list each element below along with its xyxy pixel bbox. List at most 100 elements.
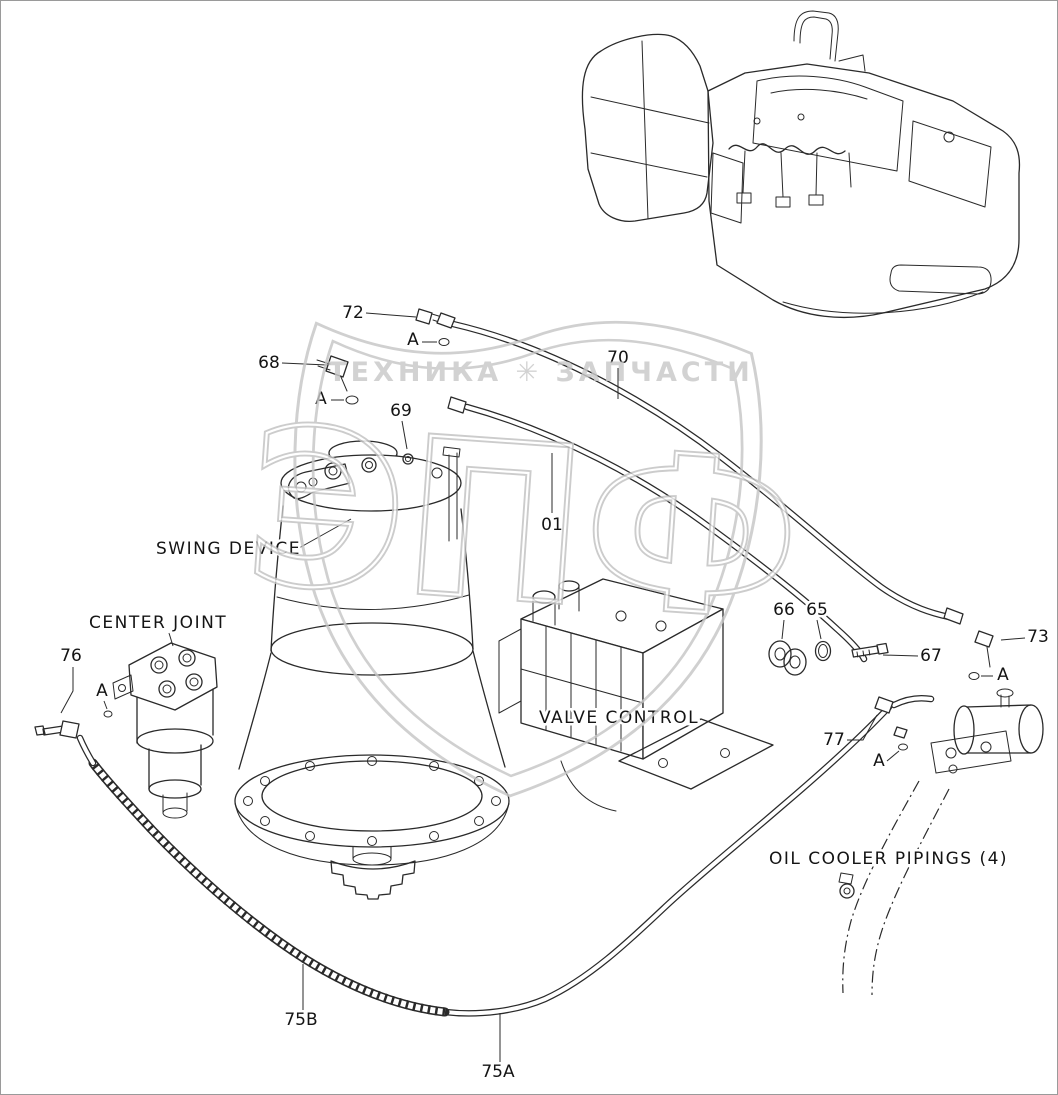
oil-cooler-centerline-1	[842, 780, 920, 994]
deck-hatch	[908, 120, 992, 208]
leader-69	[401, 420, 408, 450]
ref-label-a-76: A	[96, 681, 108, 701]
watermark-logo-outline: ЭПФ	[239, 380, 806, 669]
oring-73a	[968, 672, 980, 680]
leader-72	[365, 312, 417, 318]
handrail	[793, 10, 839, 62]
base-flange-inner	[261, 760, 483, 832]
boom-mount-bracket	[710, 152, 744, 224]
ref-label-a-73: A	[997, 665, 1009, 685]
nut-77	[893, 726, 908, 739]
hatch-cap	[943, 131, 955, 143]
output-shaft	[352, 846, 392, 860]
valve-left-bracket	[498, 628, 522, 714]
split-flange-66-half1	[768, 640, 792, 668]
callout-75a: 75A	[481, 1062, 515, 1082]
callout-70: 70	[607, 348, 629, 368]
label-oil-cooler-pipings: OIL COOLER PIPINGS (4)	[769, 849, 1008, 869]
hose-end-72	[436, 312, 456, 329]
housing-sides	[270, 505, 474, 652]
leader-67	[882, 654, 919, 657]
hose-end-70	[943, 607, 964, 625]
elbow-77	[874, 696, 894, 714]
callout-68: 68	[258, 353, 280, 373]
joint-body	[136, 688, 214, 744]
component-labels: SWING DEVICE CENTER JOINT VALVE CONTROL …	[87, 537, 1010, 872]
callout-73: 73	[1027, 627, 1049, 647]
callout-01: 01	[541, 515, 563, 535]
motor-top-plate	[280, 454, 462, 512]
callout-66: 66	[773, 600, 795, 620]
engine-hood	[752, 75, 904, 172]
gear-case-band	[270, 622, 474, 676]
leader-76a	[103, 700, 108, 710]
leader-77a	[886, 750, 900, 762]
oring-68a	[345, 395, 359, 405]
skirt-flare	[238, 650, 506, 770]
swing-device-drawing	[234, 440, 510, 900]
callout-72: 72	[342, 303, 364, 323]
callout-67: 67	[920, 646, 942, 666]
mirror-arm	[838, 54, 866, 72]
watermark: ТЕХНИКА ✳ ЗАПЧАСТИ ЭПФ ЭПФ	[236, 320, 809, 798]
ref-label-a-72: A	[407, 330, 419, 350]
leader-66	[781, 619, 785, 640]
watermark-logo-inner: ЭПФ	[239, 380, 806, 669]
elbow-72	[415, 308, 433, 325]
watermark-banner-text: ТЕХНИКА ✳ ЗАПЧАСТИ	[328, 357, 753, 388]
callout-65: 65	[806, 600, 828, 620]
side-lug	[112, 674, 134, 700]
counterweight-slot	[889, 264, 992, 295]
cooler-line-fitting	[838, 872, 854, 885]
elbow-68	[325, 355, 349, 378]
counterweight-edge	[782, 291, 984, 314]
oring-77a	[898, 743, 908, 751]
oring-65	[814, 640, 832, 662]
label-swing-device: SWING DEVICE	[156, 539, 301, 559]
riser-pipe	[442, 446, 461, 542]
excavator-overview-drawing	[581, 10, 1021, 319]
leader-center-joint	[168, 632, 174, 647]
piping-connectors	[736, 192, 824, 208]
ref-label-a-77: A	[873, 751, 885, 771]
base-flange-outer	[234, 754, 510, 848]
leader-65	[816, 619, 822, 640]
bolt-69	[402, 453, 414, 465]
callout-69: 69	[390, 401, 412, 421]
top-plate	[128, 642, 218, 711]
deck-bolt-2	[797, 113, 805, 121]
label-center-joint: CENTER JOINT	[89, 613, 227, 633]
hose-end-01	[447, 396, 467, 414]
leader-77	[847, 714, 878, 741]
callout-76: 76	[60, 646, 82, 666]
adapter-76	[59, 720, 80, 739]
oring-72a	[438, 338, 450, 346]
oil-cooler-manifold-drawing	[838, 688, 1044, 996]
split-flange-66-half2	[783, 648, 807, 676]
valve-base-plate	[618, 718, 774, 790]
fittings	[34, 308, 994, 751]
leader-73	[1000, 637, 1026, 641]
flange-bolt-holes	[243, 756, 501, 846]
housing-band	[276, 594, 470, 611]
center-joint-drawing	[112, 642, 218, 819]
motor-bracket	[287, 463, 351, 500]
engine-piping-squiggle	[728, 143, 846, 155]
elbow-73	[974, 630, 994, 648]
pinion-gear-teeth	[330, 860, 416, 900]
callout-77: 77	[823, 730, 845, 750]
piping-drops	[742, 150, 852, 198]
deck-bolt-1	[753, 117, 761, 125]
valve-spool-lines	[520, 625, 644, 752]
manifold-bracket	[930, 730, 1012, 774]
upper-body-outline	[707, 63, 1021, 319]
label-valve-control: VALVE CONTROL	[539, 708, 699, 728]
watermark-shield	[293, 320, 763, 798]
cab-window-lines	[590, 40, 710, 220]
oil-cooler-centerline-2	[871, 788, 950, 996]
cab-outline	[581, 33, 714, 222]
leader-swing-device	[298, 518, 352, 549]
callout-numbers: 72 A 68 A 69 70 01 66 65 67 73 A 76 A 77…	[58, 301, 1052, 1085]
leader-lines	[60, 312, 1026, 1062]
